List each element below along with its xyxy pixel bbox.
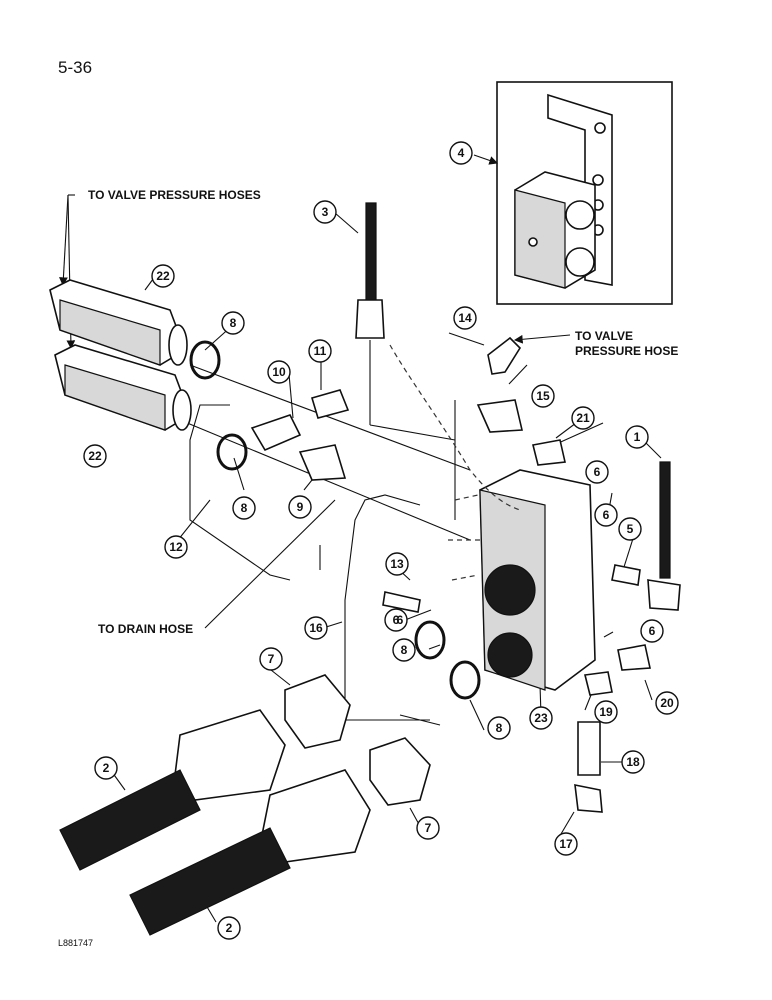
- svg-text:4: 4: [458, 146, 465, 160]
- callout-1: 1: [625, 425, 649, 449]
- svg-text:22: 22: [88, 449, 102, 463]
- callout-6: 6: [585, 460, 609, 484]
- callout-16: 16: [304, 616, 328, 640]
- svg-text:6: 6: [603, 508, 610, 522]
- hose-assembly-upper: [59, 709, 286, 871]
- callout-23: 23: [529, 706, 553, 730]
- svg-text:8: 8: [401, 643, 408, 657]
- label-to-valve-pressure-hose-1: TO VALVE: [575, 329, 633, 343]
- svg-text:18: 18: [626, 755, 640, 769]
- hose-assembly-lower: [129, 769, 371, 936]
- svg-text:14: 14: [458, 311, 472, 325]
- label-to-drain-hose: TO DRAIN HOSE: [98, 622, 193, 636]
- svg-text:23: 23: [534, 711, 548, 725]
- callout-5: 5: [618, 517, 642, 541]
- valve-body: [389, 344, 596, 691]
- svg-text:6: 6: [594, 465, 601, 479]
- svg-text:1: 1: [634, 430, 641, 444]
- callout-18: 18: [621, 750, 645, 774]
- callout-14: 14: [453, 306, 477, 330]
- callout-19: 19: [594, 700, 618, 724]
- callout-15: 15: [531, 384, 555, 408]
- callout-4: 4: [449, 141, 473, 165]
- svg-text:8: 8: [241, 501, 248, 515]
- svg-text:9: 9: [297, 500, 304, 514]
- svg-text:10: 10: [272, 365, 286, 379]
- page-number: 5-36: [58, 58, 93, 77]
- fittings-tee: [250, 389, 350, 481]
- callout-22: 22: [151, 264, 175, 288]
- svg-text:6: 6: [649, 624, 656, 638]
- svg-text:5: 5: [627, 522, 634, 536]
- relief-valve-lower: [54, 344, 192, 431]
- callout-17: 17: [554, 832, 578, 856]
- callout-7: 7: [416, 816, 440, 840]
- svg-text:7: 7: [268, 652, 275, 666]
- svg-text:6: 6: [397, 613, 404, 627]
- svg-text:22: 22: [156, 269, 170, 283]
- adapter-upper: [284, 674, 351, 749]
- svg-text:19: 19: [599, 705, 613, 719]
- svg-text:6: 6: [393, 613, 400, 627]
- svg-text:8: 8: [230, 316, 237, 330]
- callout-12: 12: [164, 535, 188, 559]
- callout-22: 22: [83, 444, 107, 468]
- callout-20: 20: [655, 691, 679, 715]
- callout-8: 8: [232, 496, 256, 520]
- svg-text:7: 7: [425, 821, 432, 835]
- callout-21: 21: [571, 406, 595, 430]
- callout-3: 3: [313, 200, 337, 224]
- callout-7: 7: [259, 647, 283, 671]
- callout-13: 13: [385, 552, 409, 576]
- svg-text:15: 15: [536, 389, 550, 403]
- figure-code: L881747: [58, 938, 94, 948]
- svg-text:11: 11: [314, 344, 327, 358]
- svg-text:3: 3: [322, 205, 329, 219]
- label-to-valve-pressure-hoses: TO VALVE PRESSURE HOSES: [88, 188, 261, 202]
- svg-text:13: 13: [390, 557, 404, 571]
- callout-6: 6: [640, 619, 664, 643]
- svg-text:2: 2: [226, 921, 233, 935]
- callout-8: 8: [487, 716, 511, 740]
- callout-10: 10: [267, 360, 291, 384]
- svg-text:21: 21: [576, 411, 590, 425]
- callout-6-valve: 6: [397, 613, 404, 627]
- svg-text:8: 8: [496, 721, 503, 735]
- svg-text:2: 2: [103, 761, 110, 775]
- svg-text:17: 17: [559, 837, 573, 851]
- adapter-lower: [369, 737, 431, 806]
- svg-text:20: 20: [660, 696, 674, 710]
- callout-2: 2: [217, 916, 241, 940]
- svg-text:16: 16: [309, 621, 323, 635]
- inset-detail-box: [496, 81, 673, 305]
- callout-8: 8: [392, 638, 416, 662]
- callout-6: 6: [384, 608, 408, 632]
- callout-2: 2: [94, 756, 118, 780]
- label-to-valve-pressure-hose-2: PRESSURE HOSE: [575, 344, 678, 358]
- callout-11: 11: [308, 339, 332, 363]
- leader-lines: [59, 154, 662, 923]
- callout-9: 9: [288, 495, 312, 519]
- callout-6: 6: [594, 503, 618, 527]
- svg-text:12: 12: [169, 540, 183, 554]
- callout-8: 8: [221, 311, 245, 335]
- relief-valve-upper: [49, 279, 188, 366]
